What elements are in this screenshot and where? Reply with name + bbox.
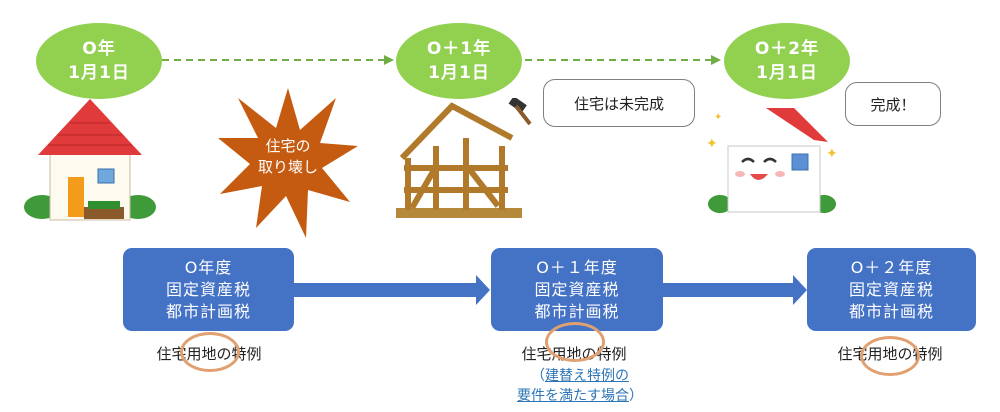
speech-bubble-complete: 完成！: [845, 82, 941, 126]
svg-text:✦: ✦: [826, 146, 838, 162]
date-day: 1月1日: [428, 63, 490, 83]
tax-box-fixed-asset: 固定資産税: [165, 279, 251, 299]
tax-box-fixed-asset: 固定資産税: [848, 279, 934, 299]
date-oval-year2: O＋2年 1月1日: [724, 23, 850, 99]
tax-box-year1: O＋１年度 固定資産税 都市計画税: [491, 248, 663, 331]
tax-box-city-planning: 都市計画税: [534, 301, 620, 321]
date-year: O＋2年: [754, 39, 820, 59]
date-oval-year0: O年 1月1日: [36, 23, 162, 99]
rebuild-exception-note: （建替え特例の 要件を満たす場合）: [470, 366, 690, 406]
bubble-text-complete: 完成！: [870, 95, 916, 114]
note-text-line2: 要件を満たす場合: [517, 388, 629, 404]
tax-box-year: O＋２年度: [850, 257, 933, 277]
demolition-burst-icon: [218, 88, 358, 238]
tax-box-city-planning: 都市計画税: [848, 301, 934, 321]
date-year: O年: [82, 39, 116, 59]
date-oval-year1: O＋1年 1月1日: [396, 23, 522, 99]
note-text-line1: 建替え特例の: [545, 368, 629, 384]
date-day: 1月1日: [756, 63, 818, 83]
svg-text:✦: ✦: [706, 136, 718, 152]
highlight-ring: [860, 336, 920, 376]
completed-house-illustration: ✦ ✦ ✦: [706, 108, 838, 213]
note-line1: （建替え特例の: [470, 366, 690, 386]
note-close-paren: ）: [629, 388, 643, 404]
tax-box-year2: O＋２年度 固定資産税 都市計画税: [807, 248, 976, 331]
highlight-ring: [180, 332, 240, 372]
tax-box-year: O＋１年度: [536, 257, 618, 277]
bubble-text-unfinished: 住宅は未完成: [573, 94, 664, 113]
highlight-ring: [545, 322, 605, 362]
tax-box-year0: O年度 固定資産税 都市計画税: [123, 248, 294, 331]
demolition-line2: 取り壊し: [257, 158, 318, 176]
note-line2: 要件を満たす場合）: [470, 386, 690, 406]
demolition-label: 住宅の 取り壊し: [236, 136, 340, 178]
speech-bubble-unfinished: 住宅は未完成: [543, 79, 695, 127]
tax-box-fixed-asset: 固定資産税: [534, 279, 620, 299]
demolition-line1: 住宅の: [265, 137, 311, 155]
tax-box-city-planning: 都市計画税: [165, 301, 251, 321]
svg-text:✦: ✦: [714, 112, 722, 123]
date-day: 1月1日: [68, 63, 130, 83]
note-open-paren: （: [531, 368, 545, 384]
tax-box-year: O年度: [184, 257, 233, 277]
house-frame-illustration: [396, 98, 532, 218]
date-year: O＋1年: [426, 39, 492, 59]
house-illustration: [24, 99, 156, 221]
